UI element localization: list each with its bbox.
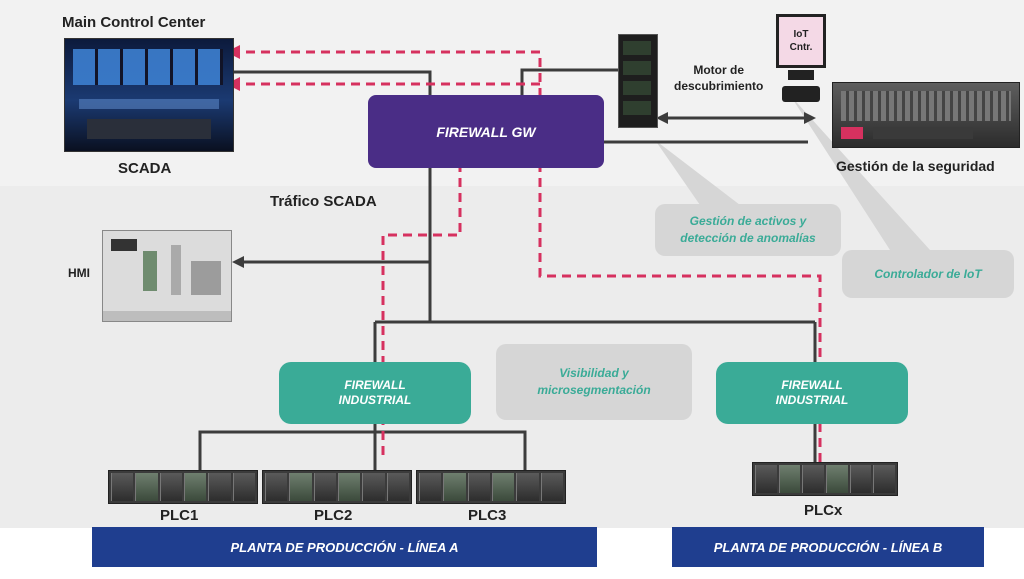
plc3-label: PLC3 — [468, 507, 507, 524]
discovery-server-image — [618, 34, 658, 128]
asset-management-callout: Gestión de activos y detección de anomal… — [655, 204, 841, 256]
plc3-device — [416, 470, 566, 504]
scada-traffic-path-a — [381, 168, 462, 455]
firewall-gw-label: FIREWALL GW — [436, 123, 536, 140]
security-appliance-image — [832, 82, 1020, 148]
iot-terminal-base — [788, 70, 814, 80]
firewall-industrial-a: FIREWALL INDUSTRIAL — [279, 362, 471, 424]
production-line-b-banner: PLANTA DE PRODUCCIÓN - LÍNEA B — [672, 527, 984, 567]
discovery-to-gw-link — [520, 68, 618, 95]
iot-callout-pointer — [790, 95, 930, 250]
assets-callout-pointer — [655, 140, 740, 205]
firewall-gw: FIREWALL GW — [368, 95, 604, 168]
fw-a-plc-bus — [198, 424, 377, 470]
firewall-industrial-b: FIREWALL INDUSTRIAL — [716, 362, 908, 424]
security-management-label: Gestión de la seguridad — [836, 158, 995, 174]
security-right-arrowhead — [804, 112, 816, 124]
iot-controller-callout: Controlador de IoT — [842, 250, 1014, 298]
plc1-label: PLC1 — [160, 507, 199, 524]
plcx-label: PLCx — [804, 502, 843, 519]
plc2-device — [262, 470, 412, 504]
production-line-a-banner: PLANTA DE PRODUCCIÓN - LÍNEA A — [92, 527, 597, 567]
main-control-title: Main Control Center — [62, 14, 206, 31]
hmi-label: HMI — [68, 266, 90, 280]
control-room-image — [64, 38, 234, 152]
iot-terminal-unit — [782, 86, 820, 102]
fw-a-plc-bus-right — [375, 430, 527, 470]
visibility-callout: Visibilidad y microsegmentación — [496, 344, 692, 420]
discovery-engine-label: Motor de descubrimiento — [674, 63, 764, 93]
iot-controller-terminal: IoT Cntr. — [776, 14, 826, 68]
scada-label: SCADA — [118, 160, 172, 177]
discovery-left-arrowhead — [656, 112, 668, 124]
scada-traffic-label: Tráfico SCADA — [270, 193, 377, 210]
plcx-device — [752, 462, 898, 496]
plc1-device — [108, 470, 258, 504]
hmi-arrowhead — [232, 256, 244, 268]
iot-controller-label: IoT Cntr. — [789, 29, 813, 53]
scada-to-gw-link — [232, 70, 432, 95]
plc2-label: PLC2 — [314, 507, 353, 524]
scada-traffic-path-b — [238, 50, 822, 462]
hmi-screen-image — [102, 230, 232, 322]
